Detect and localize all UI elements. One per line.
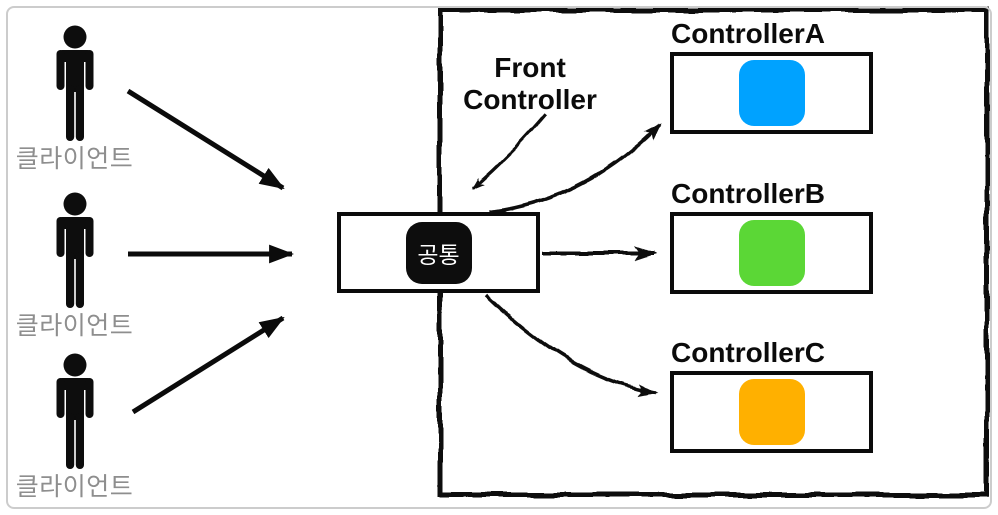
arrow-client-3-to-front-controller	[131, 315, 285, 415]
label-pointer-arrow	[470, 113, 548, 191]
arrow-to-controller-a	[489, 122, 662, 214]
front-controller-label: Front Controller	[463, 52, 597, 116]
arrow-client-1-to-front-controller	[126, 88, 285, 191]
arrow-to-controller-c	[485, 294, 659, 397]
front-controller-box: 공통	[337, 212, 540, 293]
common-chip: 공통	[405, 221, 472, 284]
